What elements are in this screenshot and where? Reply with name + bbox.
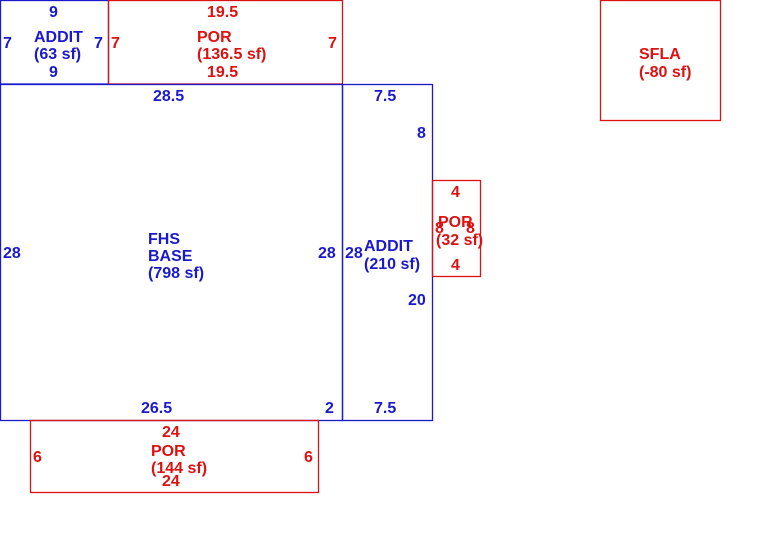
por-right-area: (32 sf)	[436, 232, 483, 249]
addit-right-dim-bottom: 7.5	[374, 400, 396, 417]
por-top-dim-top: 19.5	[207, 4, 238, 21]
por-bottom-outline	[29, 419, 320, 494]
base-dim-left: 28	[3, 245, 21, 262]
addit-top-dim-left: 7	[3, 35, 12, 52]
addit-right-area: (210 sf)	[364, 256, 420, 273]
base-dim-bottom-right: 2	[325, 400, 334, 417]
addit-right-name: ADDIT	[364, 238, 413, 255]
sfla-name: SFLA	[639, 46, 681, 63]
base-area: (798 sf)	[148, 265, 204, 282]
addit-top-dim-bottom: 9	[49, 64, 58, 81]
por-right-dim-bottom: 4	[451, 257, 460, 274]
addit-right-dim-top: 7.5	[374, 88, 396, 105]
por-top-area: (136.5 sf)	[197, 46, 266, 63]
base-dim-top: 28.5	[153, 88, 184, 105]
por-top-dim-left: 7	[111, 35, 120, 52]
por-bottom-dim-left: 6	[33, 449, 42, 466]
base-dim-bottom: 26.5	[141, 400, 172, 417]
base-dim-right: 28	[318, 245, 336, 262]
por-bottom-dim-top: 24	[162, 424, 180, 441]
addit-right-dim-right-lower: 20	[408, 292, 426, 309]
sfla-area: (-80 sf)	[639, 64, 691, 81]
base-name-line1: FHS	[148, 231, 180, 248]
por-right-dim-right: 8	[466, 220, 475, 237]
por-top-dim-bottom: 19.5	[207, 64, 238, 81]
addit-right-dim-right-upper: 8	[417, 125, 426, 142]
addit-top-name: ADDIT	[34, 29, 83, 46]
por-right-outline	[431, 179, 482, 278]
por-right-name: POR	[438, 214, 473, 231]
por-bottom-name: POR	[151, 443, 186, 460]
addit-top-dim-top: 9	[49, 4, 58, 21]
base-name-line2: BASE	[148, 248, 193, 265]
por-bottom-dim-bottom: 24	[162, 473, 180, 490]
addit-top-area: (63 sf)	[34, 46, 81, 63]
por-right-dim-top: 4	[451, 184, 460, 201]
por-bottom-dim-right: 6	[304, 449, 313, 466]
addit-right-dim-left: 28	[345, 245, 363, 262]
por-top-dim-right: 7	[328, 35, 337, 52]
por-top-name: POR	[197, 29, 232, 46]
por-right-dim-left: 8	[435, 220, 444, 237]
por-bottom-area: (144 sf)	[151, 460, 207, 477]
addit-top-dim-right: 7	[94, 35, 103, 52]
sfla-outline	[599, 0, 722, 122]
